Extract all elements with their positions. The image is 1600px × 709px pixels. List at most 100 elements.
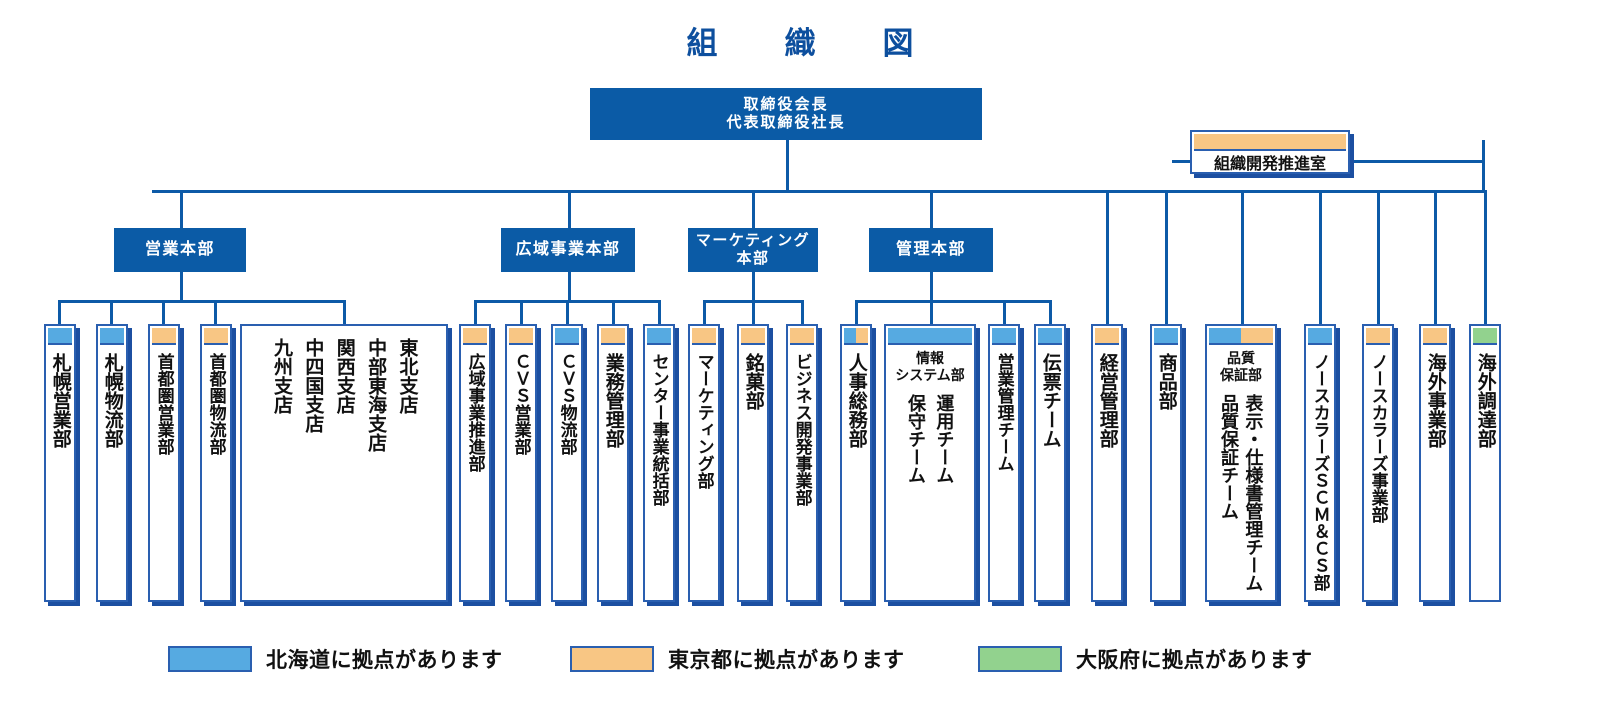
legend-swatch-hokkaido-icon: [168, 646, 252, 672]
staff-unit-box[interactable]: 組織開発推進室: [1190, 130, 1350, 174]
department-label: センター事業統括部: [649, 353, 669, 506]
connector-div4-bus: [855, 300, 1051, 303]
cap-bar: [463, 328, 487, 345]
department-box-merchandise[interactable]: 商品部: [1150, 324, 1182, 602]
cap-segment-tokyo: [1366, 328, 1390, 343]
cap-segment-hokkaido: [48, 328, 72, 343]
cap-segment-hokkaido: [1154, 328, 1178, 343]
branch-offices-box[interactable]: 東北支店 中部東海支店 関西支店 中四国支店 九州支店: [240, 324, 448, 602]
department-box-sapporo-logistics[interactable]: 札幌物流部: [96, 324, 128, 602]
cap-bar: [1154, 328, 1178, 345]
connector-main-bus: [152, 190, 1484, 193]
department-box-center-business[interactable]: センター事業統括部: [643, 324, 675, 602]
division-box-wide-area[interactable]: 広域事業本部: [501, 228, 635, 272]
department-box-sales-management-team[interactable]: 営業管理チーム: [988, 324, 1020, 602]
connector-leaf-marketing: [703, 300, 706, 324]
cap-segment-tokyo: [1095, 328, 1119, 343]
connector-direct-hinshitsu: [1241, 190, 1244, 324]
connector-div4-down: [930, 271, 933, 302]
cap-segment-tokyo: [1241, 328, 1273, 343]
cap-bar: [741, 328, 765, 345]
legend-swatch-tokyo-icon: [570, 646, 654, 672]
department-box-overseas-business[interactable]: 海外事業部: [1419, 324, 1451, 602]
connector-leaf-meika: [752, 300, 755, 324]
cap-segment-tokyo: [692, 328, 716, 343]
connector-leaf-capital-log: [214, 300, 217, 324]
cap-segment-hokkaido: [555, 328, 579, 343]
connector-leaf-it: [930, 300, 933, 324]
team-label: 表示・仕様書管理チーム: [1243, 394, 1264, 592]
staff-unit-label: 組織開発推進室: [1213, 155, 1326, 173]
department-box-marketing[interactable]: マーケティング部: [688, 324, 720, 602]
root-box[interactable]: 取締役会長 代表取締役社長: [590, 88, 982, 140]
department-box-cvs-logistics[interactable]: ＣＶＳ物流部: [551, 324, 583, 602]
cap-bar: [844, 328, 868, 345]
connector-direct-keiei: [1106, 190, 1109, 324]
cap-segment-hokkaido: [647, 328, 671, 343]
branch-label: 九州支店: [270, 338, 292, 414]
department-label: 札幌営業部: [49, 353, 71, 448]
department-label: 品質 保証部: [1220, 350, 1262, 383]
department-label: 商品部: [1155, 353, 1177, 410]
department-box-cvs-sales[interactable]: ＣＶＳ営業部: [505, 324, 537, 602]
cap-bar: [204, 328, 228, 345]
connector-leaf-bizdev: [801, 300, 804, 324]
department-box-northcolors-business[interactable]: ノースカラーズ事業部: [1362, 324, 1394, 602]
legend-swatch-osaka-icon: [978, 646, 1062, 672]
cap-segment-hokkaido: [1038, 328, 1062, 343]
connector-leaf-ops-mgmt: [612, 300, 615, 324]
department-box-business-development[interactable]: ビジネス開発事業部: [786, 324, 818, 602]
cap-segment-tokyo: [1194, 134, 1346, 149]
department-box-slip-team[interactable]: 伝票チーム: [1034, 324, 1066, 602]
cap-segment-hokkaido: [1308, 328, 1332, 343]
department-label: 業務管理部: [602, 353, 624, 448]
cap-segment-hokkaido: [888, 328, 972, 343]
cap-bar: [601, 328, 625, 345]
cap-bar: [1366, 328, 1390, 345]
connector-div-4: [930, 190, 933, 230]
connector-direct-overseas-biz: [1434, 190, 1437, 324]
connector-leaf-capital-sales: [162, 300, 165, 324]
connector-leaf-sapporo-log: [110, 300, 113, 324]
department-label: 伝票チーム: [1039, 353, 1061, 448]
connector-leaf-slip: [1049, 300, 1052, 324]
department-box-capital-logistics[interactable]: 首都圏物流部: [200, 324, 232, 602]
department-box-management-planning[interactable]: 経営管理部: [1091, 324, 1123, 602]
department-box-sapporo-sales[interactable]: 札幌営業部: [44, 324, 76, 602]
cap-bar: [888, 328, 972, 345]
cap-segment-tokyo: [509, 328, 533, 343]
connector-staff-down: [1482, 140, 1485, 192]
department-box-information-systems[interactable]: 情報 システム部 運用チーム 保守チーム: [884, 324, 976, 602]
division-label: 管理本部: [895, 240, 966, 258]
cap-bar: [1308, 328, 1332, 345]
division-label: 広域事業本部: [515, 240, 621, 258]
department-label: 営業管理チーム: [994, 353, 1014, 472]
cap-bar: [555, 328, 579, 345]
department-label: ＣＶＳ物流部: [557, 353, 577, 455]
cap-bar: [1423, 328, 1447, 345]
connector-div1-bus: [58, 300, 343, 303]
division-box-administration[interactable]: 管理本部: [869, 228, 993, 272]
legend-label: 大阪府に拠点があります: [1076, 649, 1313, 672]
connector-leaf-branches: [343, 300, 346, 324]
division-box-marketing[interactable]: マーケティング 本部: [688, 228, 818, 272]
department-box-overseas-procurement[interactable]: 海外調達部: [1469, 324, 1501, 602]
department-box-operations-management[interactable]: 業務管理部: [597, 324, 629, 602]
cap-bar: [692, 328, 716, 345]
department-label: ビジネス開発事業部: [792, 353, 812, 506]
branch-label: 東北支店: [396, 338, 418, 414]
department-box-wide-area-promotion[interactable]: 広域事業推進部: [459, 324, 491, 602]
department-label: 広域事業推進部: [465, 353, 485, 472]
division-box-sales[interactable]: 営業本部: [114, 228, 246, 272]
cap-bar: [1473, 328, 1497, 345]
department-box-quality-assurance[interactable]: 品質 保証部 表示・仕様書管理チーム 品質保証チーム: [1205, 324, 1277, 602]
department-box-meika[interactable]: 銘菓部: [737, 324, 769, 602]
cap-bar: [100, 328, 124, 345]
branch-label: 関西支店: [333, 338, 355, 414]
department-box-hr-general-affairs[interactable]: 人事総務部: [840, 324, 872, 602]
department-label: 札幌物流部: [101, 353, 123, 448]
department-box-northcolors-scm-cs[interactable]: ノースカラーズＳＣＭ＆ＣＳ部: [1304, 324, 1336, 602]
connector-leaf-wide-promo: [474, 300, 477, 324]
department-box-capital-sales[interactable]: 首都圏営業部: [148, 324, 180, 602]
